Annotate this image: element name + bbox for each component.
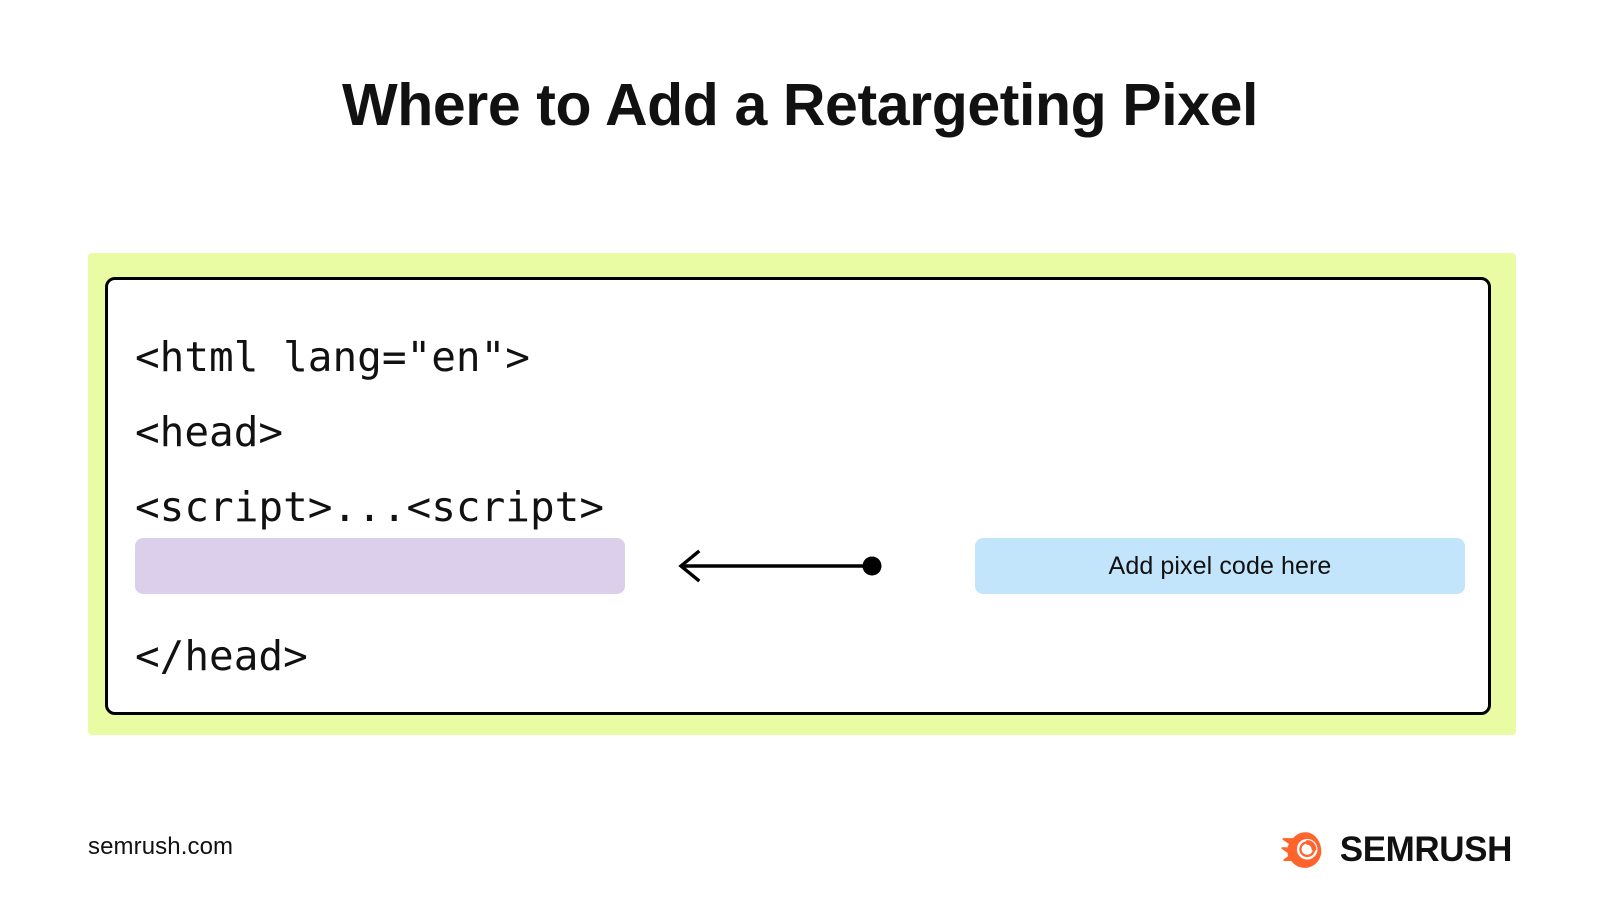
semrush-comet-icon xyxy=(1281,832,1322,868)
left-arrow-icon xyxy=(678,549,882,583)
diagram-panel: <html lang="en"> <head> <script>...<scri… xyxy=(88,253,1516,735)
callout-add-pixel-code: Add pixel code here xyxy=(975,538,1465,594)
page-title: Where to Add a Retargeting Pixel xyxy=(341,72,1259,138)
code-line-html-open: <html lang="en"> xyxy=(135,333,530,381)
code-card: <html lang="en"> <head> <script>...<scri… xyxy=(105,277,1491,715)
annotation-row: Add pixel code here xyxy=(108,538,1494,594)
callout-label: Add pixel code here xyxy=(1108,551,1332,580)
pointer-arrow xyxy=(668,538,958,594)
pixel-code-placeholder xyxy=(135,538,625,594)
semrush-wordmark: SEMRUSH xyxy=(1339,829,1513,869)
semrush-logo: SEMRUSH xyxy=(1281,828,1512,870)
code-line-script: <script>...<script> xyxy=(135,483,604,531)
code-line-head-open: <head> xyxy=(135,408,284,456)
footer-domain: semrush.com xyxy=(88,833,234,860)
code-line-head-close: </head> xyxy=(135,632,308,680)
